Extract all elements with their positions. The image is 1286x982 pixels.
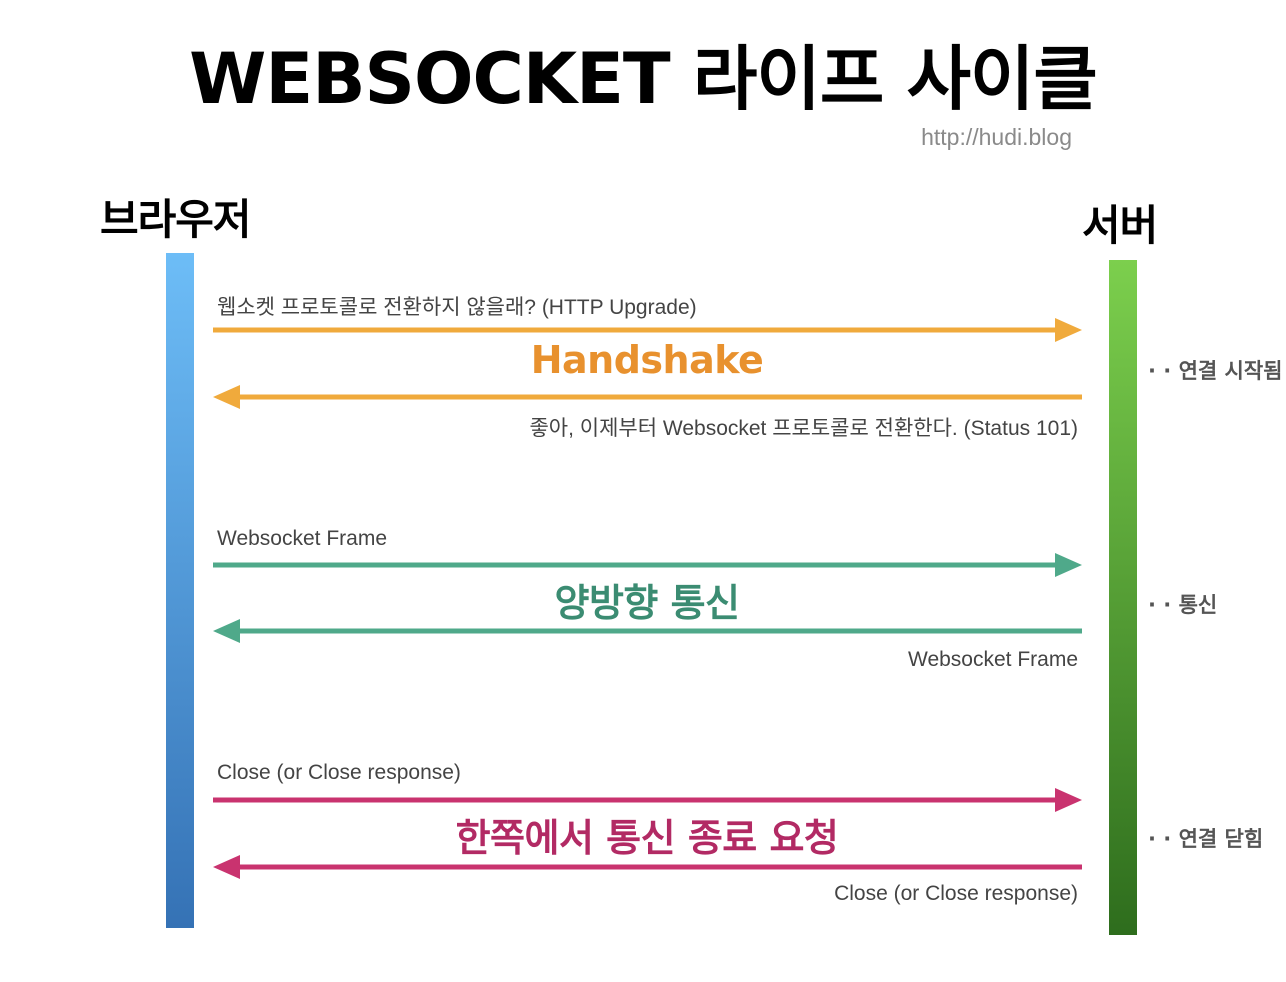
frame-response-label: Websocket Frame: [908, 648, 1078, 671]
arrow-left-icon: [213, 619, 240, 643]
handshake-phase-label: Handshake: [530, 338, 764, 382]
client-actor-label: 브라우저: [100, 195, 252, 244]
close-arrows: [213, 788, 1082, 879]
arrow-right-icon: [1055, 553, 1082, 577]
bidirectional-phase-label: 양방향 통신: [554, 581, 740, 625]
arrow-left-icon: [213, 855, 240, 879]
server-actor-label: 서버: [1082, 201, 1158, 250]
handshake-response-label: 좋아, 이제부터 Websocket 프로토콜로 전환한다. (Status 1…: [529, 417, 1078, 440]
source-url: http://hudi.blog: [921, 124, 1072, 150]
close-phase-label: 한쪽에서 통신 종료 요청: [455, 816, 839, 860]
handshake-arrows: [213, 318, 1082, 409]
arrow-left-icon: [213, 385, 240, 409]
diagram-title: WEBSOCKET 라이프 사이클: [189, 38, 1098, 120]
frame-arrows: [213, 553, 1082, 643]
connection-open-note: · · 연결 시작됨: [1148, 359, 1283, 383]
close-request-label: Close (or Close response): [217, 761, 461, 784]
handshake-request-label: 웹소켓 프로토콜로 전환하지 않을래? (HTTP Upgrade): [217, 296, 697, 319]
arrow-right-icon: [1055, 318, 1082, 342]
communication-note: · · 통신: [1148, 593, 1218, 617]
close-response-label: Close (or Close response): [834, 882, 1078, 905]
frame-request-label: Websocket Frame: [217, 527, 387, 550]
connection-closed-note: · · 연결 닫힘: [1148, 827, 1264, 851]
server-lifeline: [1109, 260, 1137, 935]
client-lifeline: [166, 253, 194, 928]
arrow-right-icon: [1055, 788, 1082, 812]
